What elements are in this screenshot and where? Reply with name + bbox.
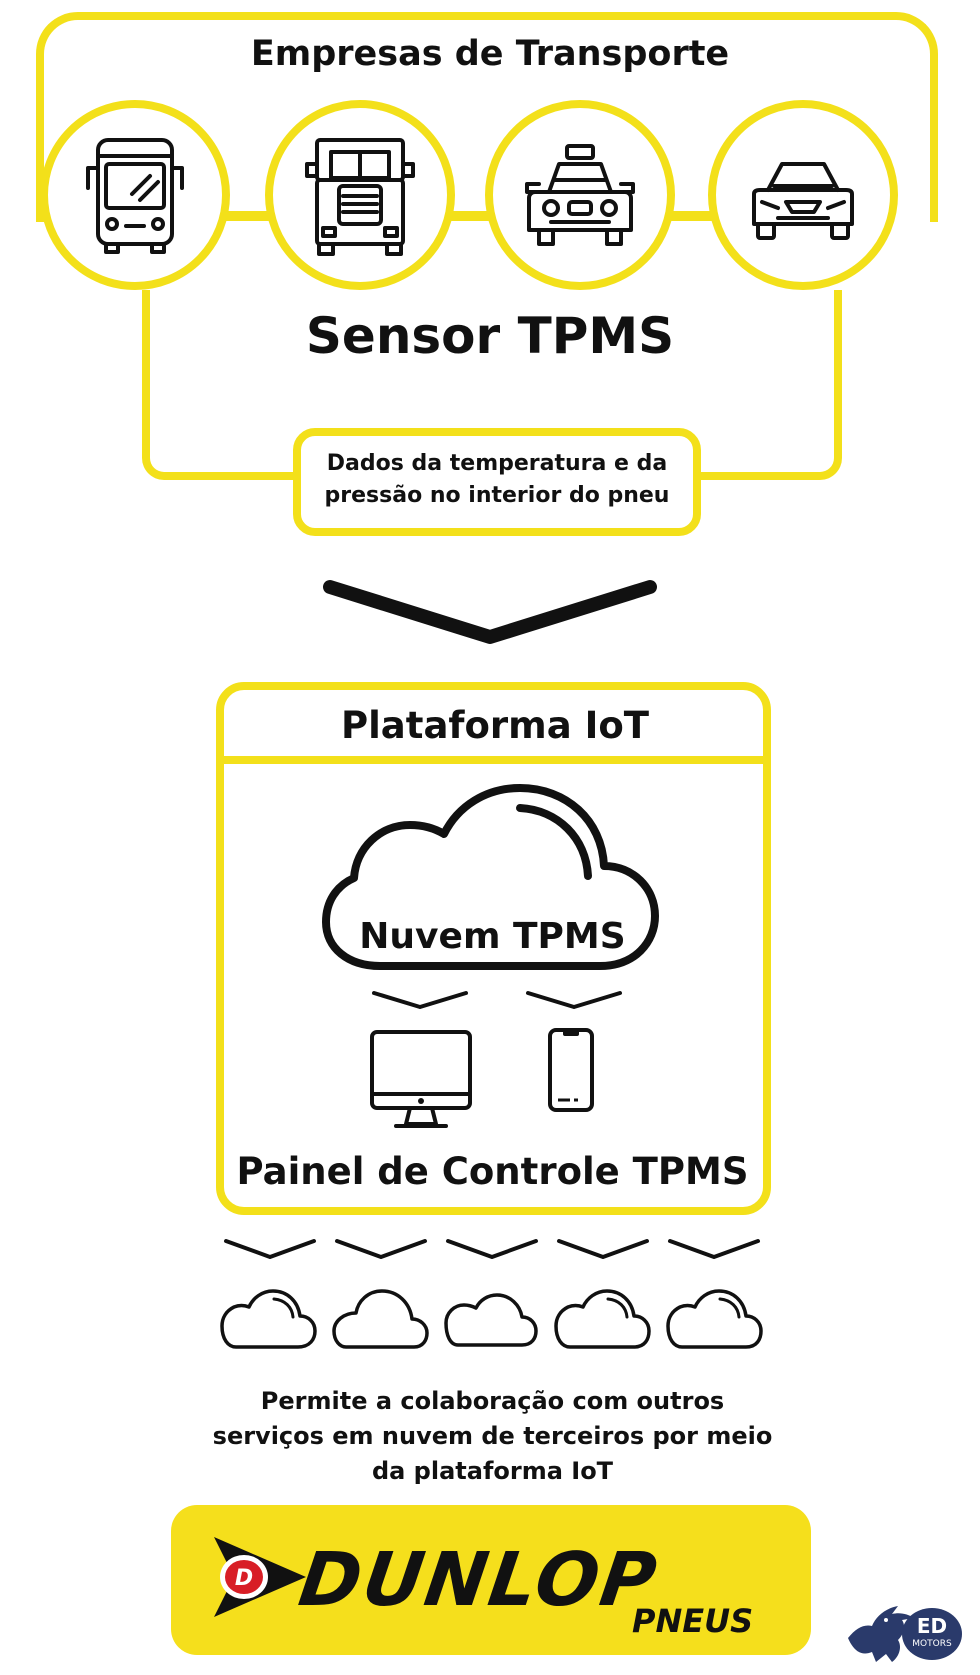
monitor-icon bbox=[370, 1030, 472, 1128]
cloud-label: Nuvem TPMS bbox=[359, 916, 626, 957]
transport-frame bbox=[36, 12, 938, 222]
third-party-description: Permite a colaboração com outros serviço… bbox=[212, 1387, 773, 1485]
cloud-icon bbox=[444, 1293, 538, 1347]
vehicle-circle-taxi bbox=[485, 100, 675, 290]
chevron-down-icon bbox=[224, 1239, 316, 1259]
sensor-data-box bbox=[293, 428, 701, 536]
chevron-down-icon bbox=[668, 1239, 760, 1259]
chevron-down-icon bbox=[335, 1239, 427, 1259]
svg-text:D: D bbox=[235, 1566, 253, 1591]
vehicle-circle-car bbox=[708, 100, 898, 290]
cloud-icon bbox=[332, 1289, 429, 1349]
ed-badge-text: ED bbox=[916, 1614, 948, 1638]
vehicle-circle-truck bbox=[265, 100, 455, 290]
vehicle-connector-line bbox=[130, 211, 840, 221]
ed-badge: ED MOTORS bbox=[902, 1608, 962, 1660]
chevron-down-icon bbox=[446, 1239, 538, 1259]
cloud-icon bbox=[220, 1289, 317, 1349]
sensor-data-text: Dados da temperatura e da pressão no int… bbox=[324, 451, 670, 508]
platform-frame bbox=[216, 682, 771, 1215]
ed-badge-sub: MOTORS bbox=[912, 1639, 952, 1649]
dragon-icon bbox=[848, 1606, 914, 1662]
vehicle-circle-bus bbox=[40, 100, 230, 290]
bus-icon bbox=[86, 138, 184, 254]
dunlop-sub-wordmark: PNEUS bbox=[632, 1602, 754, 1640]
big-chevron-down-icon bbox=[323, 580, 657, 644]
platform-title: Plataforma IoT bbox=[340, 704, 649, 747]
panel-label: Painel de Controle TPMS bbox=[236, 1150, 749, 1193]
cloud-icon bbox=[666, 1289, 763, 1349]
car-icon bbox=[752, 162, 854, 240]
truck-icon bbox=[305, 138, 415, 256]
cloud-icon bbox=[322, 784, 659, 970]
chevron-down-icon bbox=[526, 991, 622, 1009]
dunlop-flying-d-icon: D bbox=[214, 1537, 306, 1617]
ed-motors-logo: ED MOTORS bbox=[842, 1598, 970, 1668]
sensor-title: Sensor TPMS bbox=[305, 307, 675, 365]
chevron-down-icon bbox=[557, 1239, 649, 1259]
third-party-chevrons bbox=[222, 1235, 762, 1265]
platform-title-divider bbox=[220, 756, 767, 764]
taxi-icon bbox=[525, 144, 635, 246]
transport-title: Empresas de Transporte bbox=[250, 34, 730, 74]
chevron-down-icon bbox=[372, 991, 468, 1009]
cloud-icon bbox=[554, 1289, 651, 1349]
third-party-clouds bbox=[218, 1283, 768, 1355]
smartphone-icon bbox=[548, 1028, 594, 1112]
